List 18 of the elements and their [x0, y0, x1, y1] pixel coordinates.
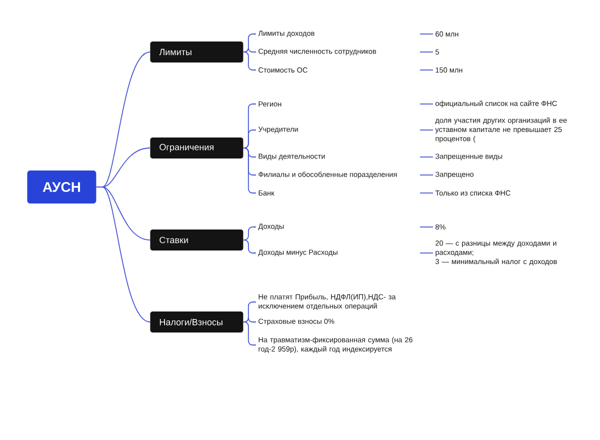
topic-box: Налоги/Взносы: [150, 312, 244, 332]
connector-line: [242, 226, 256, 240]
connector-line: [420, 156, 434, 158]
topic-box: Лимиты: [150, 42, 244, 62]
connector-line: [420, 226, 434, 228]
connector-line: [420, 192, 434, 194]
connector-line: [420, 174, 434, 176]
topic-box: Ограничения: [150, 138, 244, 158]
connector-line: [242, 130, 256, 148]
connector-line: [242, 52, 256, 70]
connector-line: [420, 252, 434, 254]
root-topic-box: АУСН: [27, 170, 96, 204]
connector-line: [96, 186, 150, 322]
connector-line: [242, 318, 256, 322]
connector-line: [242, 148, 256, 194]
topic-box: Ставки: [150, 230, 244, 250]
connector-line: [242, 240, 256, 254]
connector-line: [242, 48, 256, 52]
